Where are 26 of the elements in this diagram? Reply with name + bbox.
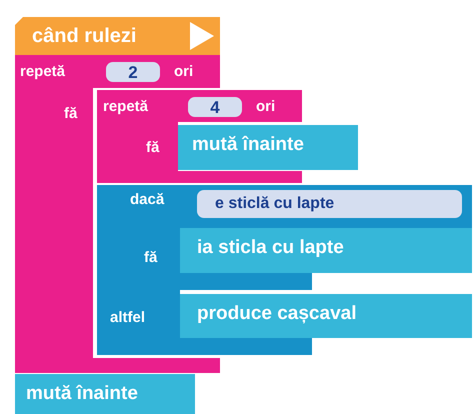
statement-block xyxy=(178,125,358,170)
field-value: 2 xyxy=(128,64,138,80)
statement-block xyxy=(15,374,195,414)
condition-field xyxy=(197,190,462,218)
number-field xyxy=(188,97,242,117)
statement-label: mută înainte xyxy=(192,135,304,154)
event-block xyxy=(15,17,220,55)
number-field xyxy=(106,62,160,82)
statement-label: mută înainte xyxy=(26,384,138,403)
block-keyword: ori xyxy=(174,64,194,79)
field-value: 4 xyxy=(210,98,220,116)
block-keyword: dacă xyxy=(130,192,164,207)
block-keyword: repetă xyxy=(103,99,148,114)
block-keyword: fă xyxy=(64,106,78,121)
block-keyword: ori xyxy=(256,99,276,114)
statement-block xyxy=(180,294,472,338)
statement-label: produce cașcaval xyxy=(197,304,356,323)
block-keyword: repetă xyxy=(20,64,66,79)
statement-label: ia sticla cu lapte xyxy=(197,238,344,257)
statement-block xyxy=(180,228,472,273)
if-else-block xyxy=(97,185,472,355)
block-keyword: fă xyxy=(146,140,160,155)
block-keyword: altfel xyxy=(110,310,146,325)
field-value: e sticlă cu lapte xyxy=(215,196,334,212)
block-keyword: fă xyxy=(144,250,158,265)
block-keyword: când rulezi xyxy=(32,26,136,46)
